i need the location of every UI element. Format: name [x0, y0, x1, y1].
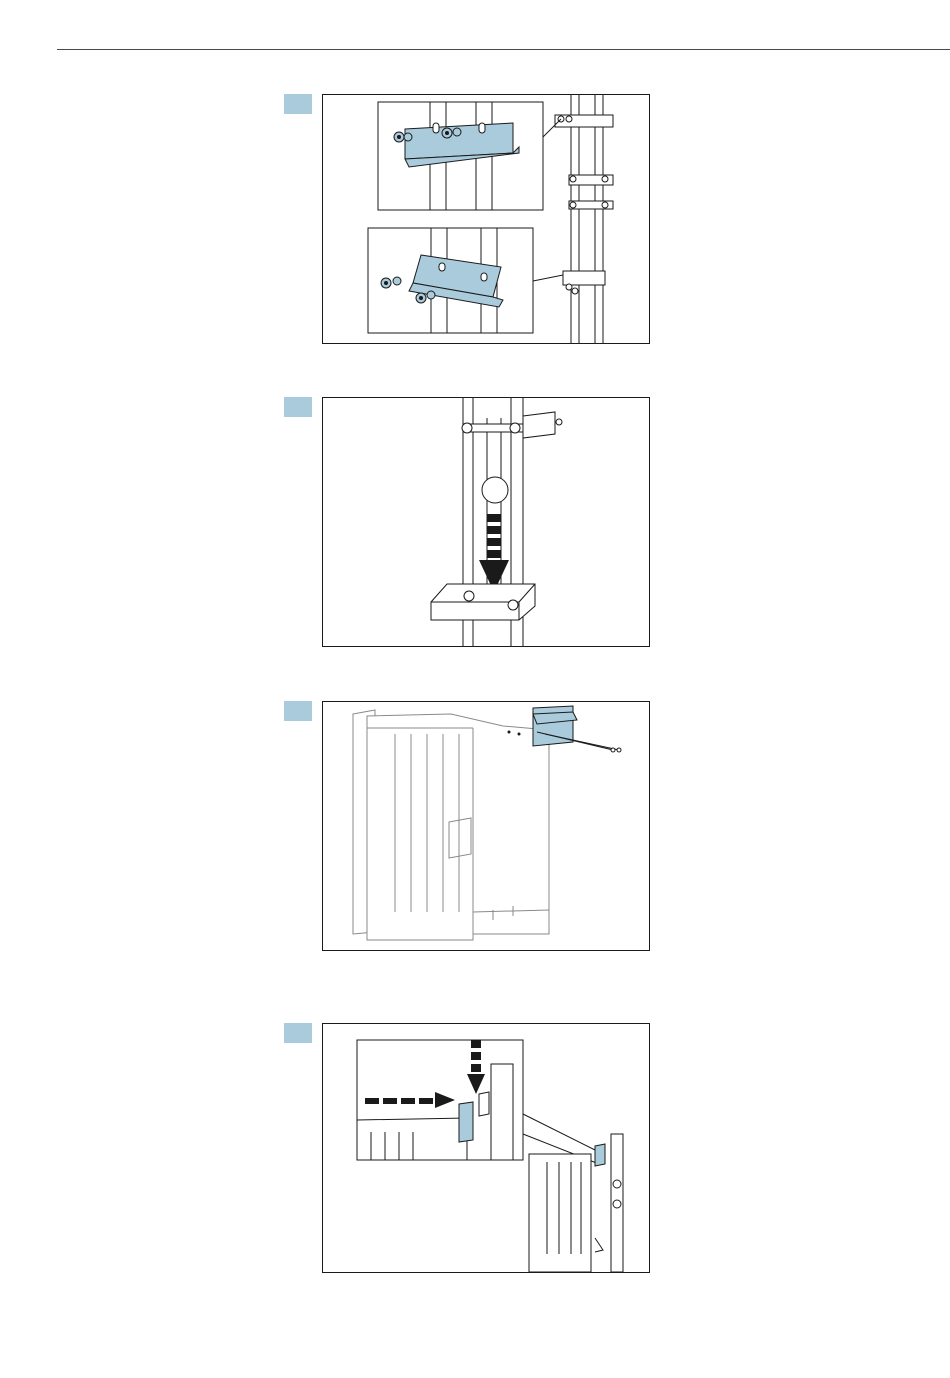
header-rule: [57, 49, 950, 50]
step-badge: [284, 94, 312, 114]
step-2: [284, 397, 650, 647]
figure-hang-housing: [322, 1023, 650, 1273]
figure-bracket-mounting: [322, 94, 650, 344]
hang-housing-illustration: [323, 1024, 649, 1272]
step-badge: [284, 701, 312, 721]
step-1: [284, 94, 650, 344]
step-badge: [284, 397, 312, 417]
step-badge: [284, 1023, 312, 1043]
slide-bracket-illustration: [323, 398, 649, 646]
figure-mounting-plate: [322, 701, 650, 951]
figure-slide-bracket: [322, 397, 650, 647]
bracket-mounting-illustration: [323, 95, 649, 343]
mounting-plate-illustration: [323, 702, 649, 950]
step-3: [284, 701, 650, 951]
step-4: [284, 1023, 650, 1273]
